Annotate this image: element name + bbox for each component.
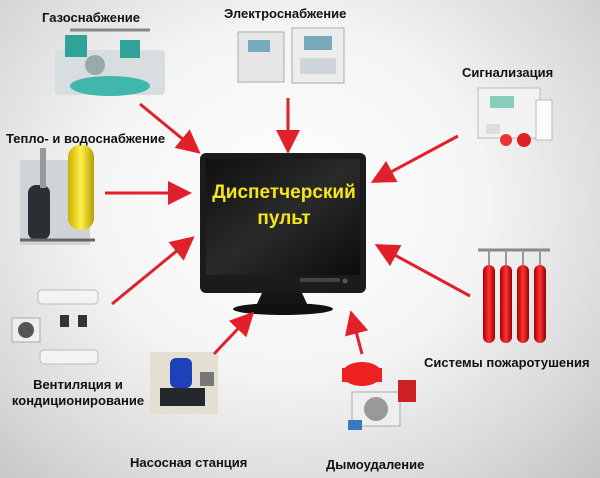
- arrow-fire: [374, 244, 471, 298]
- label-power: Электроснабжение: [224, 6, 347, 21]
- label-pump: Насосная станция: [130, 455, 248, 470]
- arrow-vent: [111, 236, 195, 306]
- label-smoke: Дымоудаление: [326, 457, 425, 472]
- smoke-extraction-icon: [342, 362, 416, 430]
- label-ventilation: Вентиляция и кондиционирование: [4, 377, 152, 409]
- label-ventilation-line1: Вентиляция и: [33, 377, 123, 392]
- label-fire: Системы пожаротушения: [424, 355, 590, 370]
- alarm-panels-icon: [477, 87, 553, 147]
- pump-station-icon: [150, 352, 218, 414]
- label-gas: Газоснабжение: [42, 10, 141, 25]
- label-alarm: Сигнализация: [462, 65, 554, 80]
- heat-water-equipment-icon: [20, 145, 95, 245]
- arrow-smoke: [344, 310, 369, 355]
- dispatch-panel-line2: пульт: [257, 208, 311, 229]
- ventilation-units-icon: [11, 289, 99, 365]
- arrow-alarm: [370, 134, 459, 183]
- dispatch-panel-line1: Диспетчерский: [212, 182, 356, 203]
- arrow-pump: [212, 311, 255, 356]
- label-heat-water: Тепло- и водоснабжение: [6, 131, 166, 146]
- label-ventilation-line2: кондиционирование: [11, 393, 145, 408]
- monitor-icon: [200, 153, 366, 315]
- gas-equipment-icon: [55, 28, 165, 96]
- arrows: [105, 98, 471, 356]
- dispatch-panel-label: Диспетчерский пульт: [210, 180, 358, 232]
- arrow-gas: [139, 102, 201, 154]
- fire-cylinders-icon: [478, 248, 550, 343]
- power-cabinets-icon: [237, 27, 345, 84]
